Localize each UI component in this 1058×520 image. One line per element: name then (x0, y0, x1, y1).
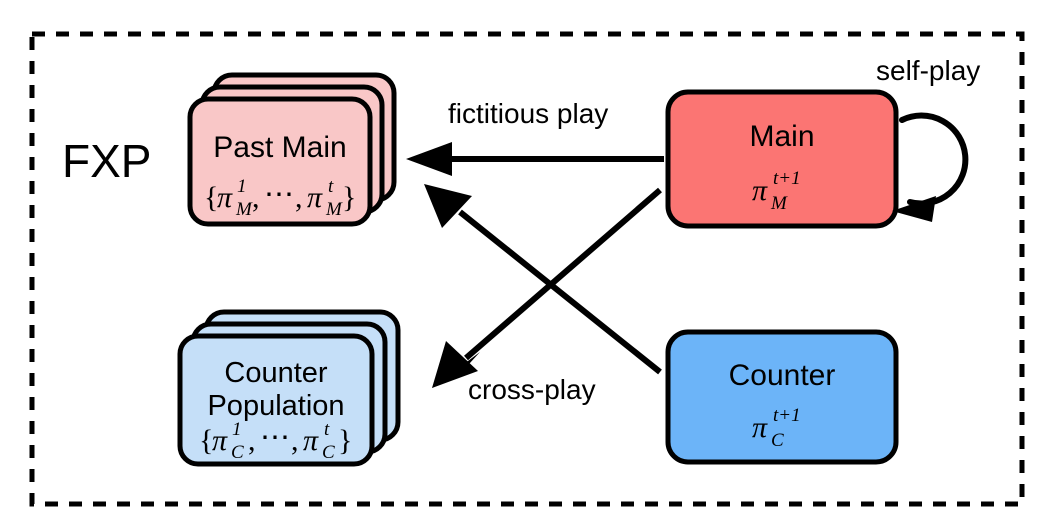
main-box-formula: π M t+1 (752, 168, 801, 214)
main-box-rect (665, 89, 899, 229)
edge-cross-play (424, 184, 662, 375)
past-main-formula-comma1: , (252, 181, 260, 214)
edge-fictitious-play (406, 142, 664, 176)
counter-population-formula-pi2: π (303, 424, 319, 457)
counter-population-formula-sup2: t (324, 419, 330, 440)
edge-self-play (892, 112, 969, 222)
cross-play-line (458, 209, 662, 375)
past-main-formula-pi1: π (217, 181, 233, 214)
self-play-loop-path (899, 112, 969, 207)
past-main-formula-sup1: 1 (237, 176, 247, 197)
past-main-formula-comma2: , (295, 181, 303, 214)
counter-population-formula-sup1: 1 (232, 419, 242, 440)
group-label-fxp: FXP (62, 135, 151, 187)
counter-population-formula-sub1: C (231, 442, 244, 463)
main-formula-pi: π (752, 174, 768, 207)
past-main-formula-close: } (342, 181, 356, 214)
counter-population-card-front (177, 333, 375, 467)
main-formula-sub: M (770, 193, 788, 214)
past-main-card-front (187, 96, 373, 227)
counter-population-formula-comma1: , (248, 424, 256, 457)
main-box[interactable]: Main π M t+1 (665, 89, 899, 229)
edge-label-fictitious-play: fictitious play (448, 98, 608, 129)
main-to-counter-population-arrowhead-b (432, 341, 478, 388)
past-main-formula-sup2: t (328, 176, 334, 197)
past-main-formula-sub1: M (235, 199, 253, 220)
counter-box-formula: π C t+1 (752, 405, 801, 451)
past-main-formula-pi2: π (307, 181, 323, 214)
past-main-stack[interactable]: Past Main { π M 1 , ⋯ , π M t } (187, 72, 397, 227)
counter-population-formula-close: } (338, 424, 352, 457)
counter-population-formula-sub2: C (322, 442, 335, 463)
counter-population-formula-dots: ⋯ (260, 421, 290, 454)
dashed-container-border (29, 31, 1025, 507)
past-main-label: Past Main (213, 131, 346, 164)
main-box-label: Main (749, 120, 814, 153)
counter-box-label: Counter (729, 359, 836, 392)
past-main-formula: { π M 1 , ⋯ , π M t } (204, 176, 356, 220)
edge-label-cross-play: cross-play (468, 374, 596, 405)
counter-population-label-line1: Counter (224, 357, 328, 389)
counter-population-formula-open: { (199, 424, 213, 457)
counter-formula-pi: π (752, 411, 768, 444)
counter-box-rect (665, 329, 899, 465)
counter-formula-sub: C (771, 430, 784, 451)
past-main-formula-sub2: M (325, 199, 343, 220)
main-formula-sup: t+1 (773, 168, 801, 189)
counter-formula-sup: t+1 (773, 405, 801, 426)
counter-box[interactable]: Counter π C t+1 (665, 329, 899, 465)
past-main-formula-dots: ⋯ (264, 178, 294, 211)
past-main-formula-open: { (204, 181, 218, 214)
cross-play-arrowhead (424, 184, 472, 228)
counter-population-formula-pi1: π (212, 424, 228, 457)
counter-population-formula: { π C 1 , ⋯ , π C t } (199, 419, 352, 463)
self-play-arrowhead (892, 196, 936, 222)
fictitious-play-arrowhead (406, 142, 452, 176)
counter-population-formula-comma2: , (291, 424, 299, 457)
counter-population-stack[interactable]: Counter Population { π C 1 , ⋯ , π C t } (177, 309, 401, 467)
counter-population-label-line2: Population (207, 390, 344, 422)
edge-label-self-play: self-play (876, 55, 980, 86)
main-to-counter-population-line (464, 187, 662, 361)
edge-main-to-counter-population (432, 187, 662, 388)
